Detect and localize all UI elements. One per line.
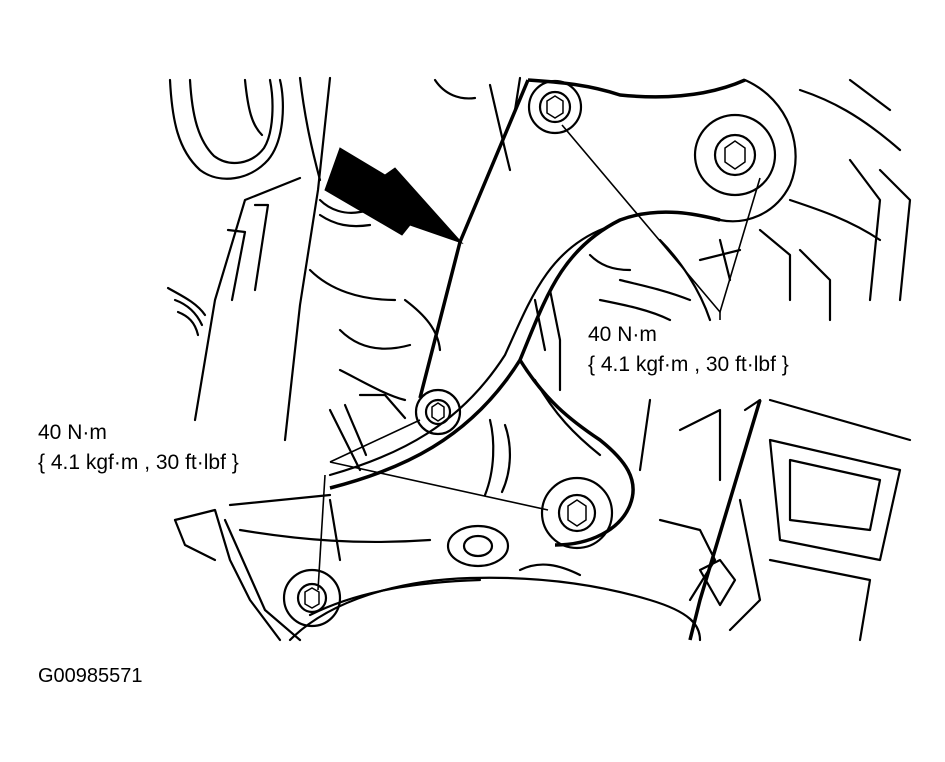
mount-plate bbox=[328, 210, 721, 547]
torque-detail: { 4.1 kgf·m , 30 ft·lbf } bbox=[38, 451, 239, 474]
leader-lines bbox=[317, 124, 761, 591]
torque-value: 40 N·m bbox=[38, 421, 107, 444]
bolt-icon bbox=[446, 524, 510, 568]
torque-value: 40 N·m bbox=[588, 323, 657, 346]
bolt-icon bbox=[282, 568, 342, 628]
block-lower-right bbox=[638, 398, 912, 642]
torque-callout-left: 40 N·m { 4.1 kgf·m , 30 ft·lbf } bbox=[38, 418, 239, 478]
bolt-icon bbox=[693, 113, 777, 197]
housing-lower bbox=[173, 403, 702, 642]
torque-callout-right: 40 N·m { 4.1 kgf·m , 30 ft·lbf } bbox=[588, 320, 789, 380]
figure-id: G00985571 bbox=[38, 665, 143, 687]
bolt-icon bbox=[527, 79, 583, 135]
direction-arrow-icon bbox=[324, 147, 464, 245]
housing-right bbox=[527, 78, 912, 322]
bolt-icon bbox=[540, 476, 614, 550]
bolt-icon bbox=[414, 388, 462, 436]
torque-detail: { 4.1 kgf·m , 30 ft·lbf } bbox=[588, 353, 789, 376]
bracket-left bbox=[166, 176, 442, 422]
housing-outline bbox=[168, 76, 522, 442]
bracket-edge bbox=[418, 79, 530, 399]
